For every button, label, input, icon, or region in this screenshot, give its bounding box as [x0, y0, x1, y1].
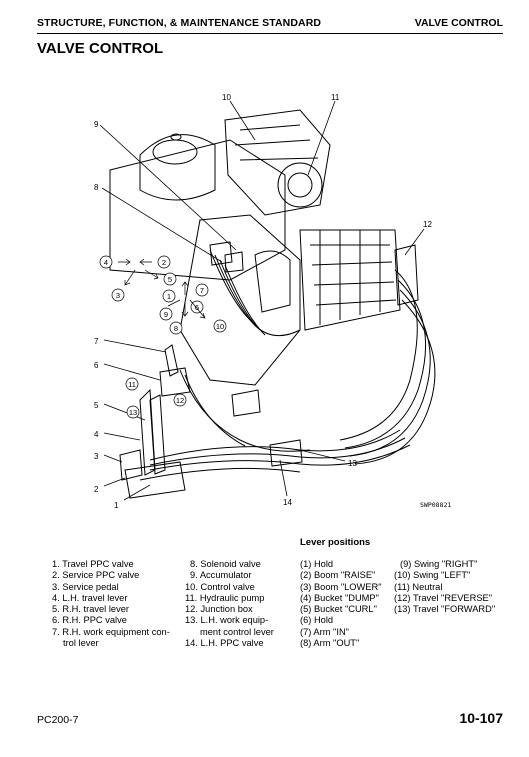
legend-item: 1. Travel PPC valve [52, 559, 134, 569]
legend-item: (12) Travel "REVERSE" [394, 592, 493, 603]
legend-column-4: (9) Swing "RIGHT" (10) Swing "LEFT" (11)… [394, 559, 495, 615]
model-number: PC200-7 [37, 714, 79, 726]
legend-column-1: 1. Travel PPC valve 2. Service PPC valve… [52, 559, 170, 649]
lever-positions-title: Lever positions [300, 537, 371, 548]
callout-11: 11 [331, 93, 340, 102]
legend-column-2: 8. Solenoid valve 9. Accumulator 10. Con… [185, 559, 274, 649]
callout-10: 10 [222, 93, 231, 102]
legend-item: 4. L.H. travel lever [52, 592, 128, 603]
legend-item: 11. Hydraulic pump [185, 592, 265, 603]
callout-12: 12 [423, 220, 432, 229]
lever-pos-3: 3 [116, 291, 120, 300]
callout-3: 3 [94, 452, 99, 461]
lever-pos-2: 2 [162, 258, 166, 267]
callout-2: 2 [94, 485, 99, 494]
legend-item: (7) Arm "IN" [300, 626, 349, 637]
legend-item: 13. L.H. work equip- [185, 615, 269, 626]
part-callouts: 1 2 3 4 5 6 7 8 9 10 11 12 13 14 [94, 93, 432, 510]
legend-item: (2) Boom "RAISE" [300, 570, 376, 581]
lever-position-numbers: 4 2 5 3 1 9 7 8 6 10 11 12 13 [104, 258, 224, 417]
legend-item: 2. Service PPC valve [52, 570, 140, 581]
legend-item: 5. R.H. travel lever [52, 604, 129, 615]
callout-1: 1 [114, 501, 119, 510]
control-valve-outline [299, 229, 401, 331]
page-header: STRUCTURE, FUNCTION, & MAINTENANCE STAND… [37, 17, 503, 34]
cab-outline [109, 139, 286, 281]
lever-pos-1: 1 [167, 292, 171, 301]
legend-item: 7. R.H. work equipment con- [52, 626, 170, 637]
header-section-title: STRUCTURE, FUNCTION, & MAINTENANCE STAND… [37, 17, 322, 29]
callout-8: 8 [94, 183, 99, 192]
seat-outline [179, 214, 301, 386]
callout-4: 4 [94, 430, 99, 439]
legend-item: (10) Swing "LEFT" [394, 570, 471, 581]
legend-item: (5) Bucket "CURL" [300, 604, 377, 615]
lever-pos-8: 8 [174, 324, 178, 333]
legend-item: (9) Swing "RIGHT" [400, 559, 478, 569]
legend-item: (1) Hold [300, 559, 334, 569]
legend-item: (13) Travel "FORWARD" [394, 604, 496, 615]
legend-column-3: (1) Hold (2) Boom "RAISE" (3) Boom "LOWE… [300, 559, 382, 649]
page-title: VALVE CONTROL [37, 40, 164, 57]
callout-14: 14 [283, 498, 292, 507]
callout-9: 9 [94, 120, 99, 129]
lever-pos-4: 4 [104, 258, 108, 267]
legend-item: (3) Boom "LOWER" [300, 581, 382, 592]
lever-position-circles [99, 255, 227, 419]
callout-7: 7 [94, 337, 99, 346]
tank-outline [139, 134, 216, 201]
legend-item: 3. Service pedal [52, 581, 119, 592]
leader-lines [99, 100, 425, 501]
legend-item: 8. Solenoid valve [190, 559, 261, 569]
figure-code: SWP08821 [420, 501, 452, 509]
lever-arrows [118, 258, 206, 319]
legend-item: (6) Hold [300, 615, 334, 626]
lever-pos-13: 13 [129, 408, 137, 417]
lever-pos-10: 10 [216, 322, 224, 331]
legend-item: 10. Control valve [185, 581, 255, 592]
legend-item: ment control lever [200, 626, 274, 637]
lever-pos-12: 12 [176, 396, 184, 405]
legend-item: 6. R.H. PPC valve [52, 615, 127, 626]
legend-item: 12. Junction box [185, 604, 253, 615]
legend-item: trol lever [63, 638, 99, 649]
lever-pos-5: 5 [168, 275, 172, 284]
lever-pos-11: 11 [128, 380, 136, 389]
lever-pos-7: 7 [200, 286, 204, 295]
legend-item: (8) Arm "OUT" [300, 638, 360, 649]
page-number: 10-107 [459, 710, 503, 726]
legend-item: (11) Neutral [394, 581, 443, 592]
legend-item: (4) Bucket "DUMP" [300, 592, 379, 603]
junction-box-outline [394, 244, 419, 306]
callout-6: 6 [94, 361, 99, 370]
lever-pos-6: 6 [195, 303, 199, 312]
lever-pos-9: 9 [164, 310, 168, 319]
callout-13: 13 [348, 459, 357, 468]
header-topic: VALVE CONTROL [414, 17, 503, 29]
legend-item: 14. L.H. PPC valve [185, 638, 264, 649]
legend-item: 9. Accumulator [190, 570, 252, 581]
callout-5: 5 [94, 401, 99, 410]
pump-outline [224, 109, 331, 216]
